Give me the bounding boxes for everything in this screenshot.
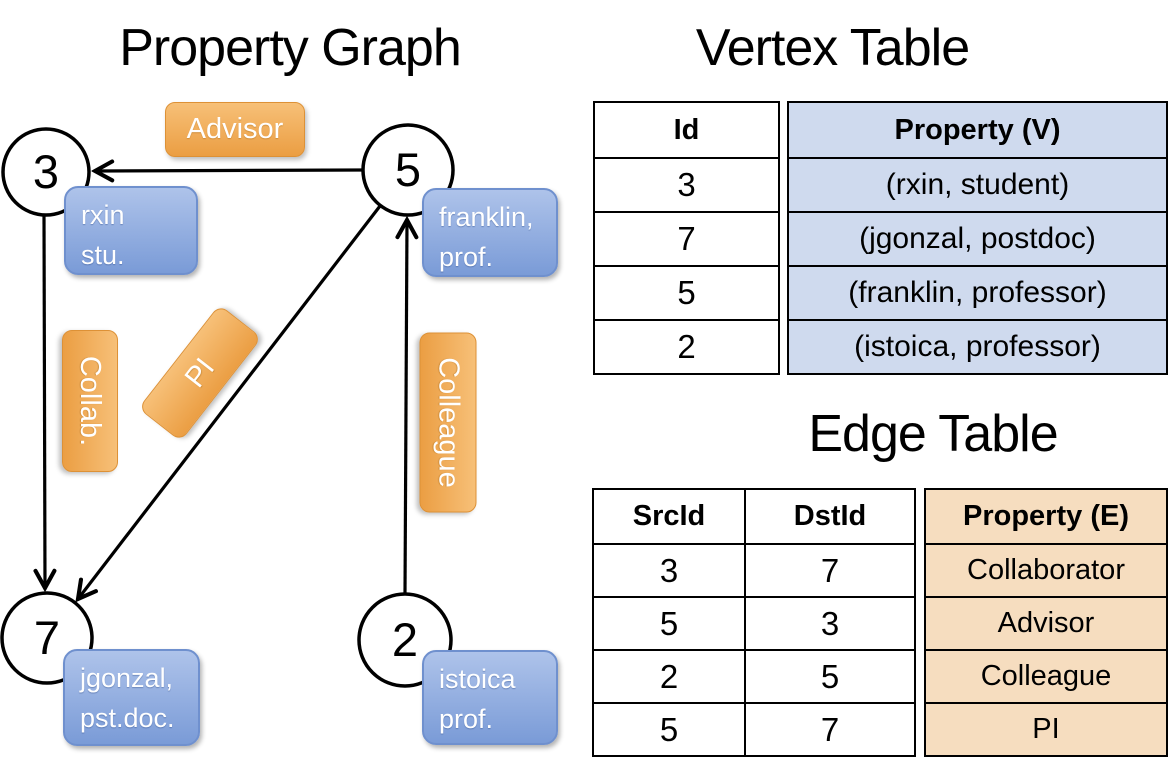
table-cell: 7 (744, 702, 914, 755)
table-cell: Advisor (926, 596, 1166, 649)
node-id-7: 7 (33, 611, 61, 664)
table-cell: 7 (744, 543, 914, 596)
edge-table-title: Edge Table (808, 405, 1058, 463)
edge-table-id-columns: SrcId DstId 3 7 5 3 2 5 5 7 (592, 488, 916, 757)
vertex-property-line: prof. (439, 704, 494, 734)
vertex-table-id-column: Id 3 7 5 2 (593, 101, 780, 375)
vertex-table-header-id: Id (673, 113, 700, 146)
table-cell: 2 (594, 649, 744, 702)
vertex-property-box-3: rxin stu. (64, 186, 198, 275)
table-cell: (istoica, professor) (789, 319, 1166, 373)
table-cell: 7 (595, 211, 778, 265)
node-id-5: 5 (394, 143, 422, 196)
vertex-property-line: rxin (81, 200, 125, 230)
vertex-property-box-2: istoica prof. (422, 650, 558, 745)
edge-advisor-5-to-3 (95, 170, 363, 171)
edge-table-header-property: Property (E) (963, 500, 1129, 532)
edge-table-header-srcid: SrcId (632, 500, 706, 532)
table-cell: 3 (595, 157, 778, 211)
table-cell: 5 (594, 596, 744, 649)
vertex-table-header-property: Property (V) (894, 113, 1061, 146)
edge-label-collab: Collab. (62, 330, 118, 472)
vertex-table-title: Vertex Table (695, 19, 970, 77)
edge-colleague-2-to-5 (405, 220, 407, 594)
edge-table-header-dstid: DstId (744, 490, 914, 543)
edge-table-property-column: Property (E) Collaborator Advisor Collea… (924, 488, 1168, 757)
vertex-property-line: prof. (439, 242, 494, 272)
vertex-property-line: pst.doc. (80, 703, 175, 733)
table-cell: (jgonzal, postdoc) (789, 211, 1166, 265)
table-cell: (franklin, professor) (789, 265, 1166, 319)
node-id-2: 2 (391, 613, 419, 666)
vertex-table-property-column: Property (V) (rxin, student) (jgonzal, p… (787, 101, 1168, 375)
table-cell: 3 (594, 543, 744, 596)
table-cell: Collaborator (926, 543, 1166, 596)
table-cell: 5 (595, 265, 778, 319)
table-cell: 3 (744, 596, 914, 649)
vertex-property-line: jgonzal, (80, 663, 174, 693)
table-cell: 5 (744, 649, 914, 702)
table-cell: 5 (594, 702, 744, 755)
table-cell: (rxin, student) (789, 157, 1166, 211)
edge-label-colleague: Colleague (419, 332, 477, 513)
vertex-property-line: stu. (81, 240, 125, 270)
edge-collab-3-to-7 (44, 214, 45, 588)
table-cell: PI (926, 702, 1166, 755)
table-cell: 2 (595, 319, 778, 373)
property-graph-title: Property Graph (119, 19, 462, 77)
edge-pi-5-to-7 (78, 205, 382, 599)
node-id-3: 3 (32, 145, 60, 198)
vertex-property-box-5: franklin, prof. (422, 188, 558, 277)
table-cell: Colleague (926, 649, 1166, 702)
vertex-property-line: franklin, (439, 202, 534, 232)
vertex-property-line: istoica (439, 664, 516, 694)
vertex-property-box-7: jgonzal, pst.doc. (63, 649, 200, 746)
edge-label-advisor: Advisor (165, 102, 305, 157)
